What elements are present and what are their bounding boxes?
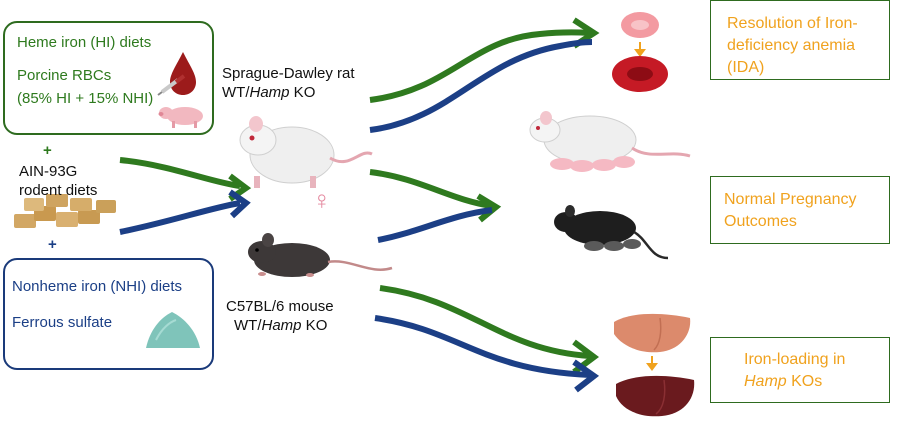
nonheme-iron-title: Nonheme iron (NHI) diets [12,278,183,295]
ida-line1: Resolution of Iron- [727,15,858,32]
food-pellets-icon [14,194,116,228]
nonheme-iron-diet-box [3,258,214,370]
pale-rbc-icon [621,12,659,38]
rat-genotype-label: WT/Hamp KO [222,83,315,102]
blood-drop-icon [170,52,196,95]
plus-sign-top: + [43,142,52,159]
pig-icon [158,107,203,128]
white-rat-icon [239,116,373,188]
down-arrow-icon-1 [634,42,646,57]
dark-mouse-icon [248,233,393,277]
iron-loading-gene: Hamp [744,373,787,390]
mouse-genotype-gene: Hamp [261,317,302,334]
top-arrow-blue [369,39,593,133]
rodent-diet-line2: rodent diets [19,182,98,199]
ida-line2: deficiency anemia [727,37,856,54]
pregnancy-line1: Normal Pregnancy [724,191,857,208]
outcome-box-ida [710,0,890,80]
plus-sign-bottom: + [48,236,57,253]
iron-loading-suffix: KOs [786,373,823,390]
iron-loading-line2: Hamp KOs [744,372,822,392]
mouse-with-pups-icon [554,205,669,260]
down-arrow-icon-2 [646,356,658,371]
rat-genotype-prefix: WT/ [222,84,250,101]
mouse-strain-label: C57BL/6 mouse [226,298,334,315]
top-arrow-green [369,17,600,103]
bottom-arrow-blue [374,315,600,393]
rat-strain-label: Sprague-Dawley rat [222,65,355,82]
ferrous-sulfate-label: Ferrous sulfate [12,314,113,331]
syringe-icon [157,74,186,96]
mouse-genotype-label: WT/Hamp KO [234,316,327,335]
middle-arrow-green [369,169,502,223]
ferrous-sulfate-powder-icon [146,312,200,348]
input-arrow-green [119,157,252,202]
red-rbc-icon [612,56,668,92]
hi-nhi-ratio-label: (85% HI + 15% NHI) [17,90,154,107]
outcome-box-pregnancy [710,176,890,244]
porcine-rbcs-label: Porcine RBCs [17,67,112,84]
iron-loading-line1: Iron-loading in [744,351,846,368]
mouse-genotype-prefix: WT/ [234,317,262,334]
mouse-genotype-suffix: KO [301,317,328,334]
heme-iron-title: Heme iron (HI) diets [17,34,152,51]
iron-loaded-liver-icon [616,375,695,417]
bottom-arrow-green [379,285,599,375]
heme-iron-diet-box [3,21,214,135]
normal-liver-icon [614,313,691,353]
outcome-box-iron-loading [710,337,890,403]
female-symbol: ♀ [312,185,332,215]
ida-line3: (IDA) [727,59,765,76]
pregnancy-line2: Outcomes [724,213,797,230]
middle-arrow-blue [377,207,493,243]
rat-with-pups-icon [529,111,691,172]
rat-genotype-suffix: KO [289,84,316,101]
input-arrow-blue [119,189,251,235]
rat-genotype-gene: Hamp [249,84,290,101]
rodent-diet-line1: AIN-93G [19,163,78,180]
